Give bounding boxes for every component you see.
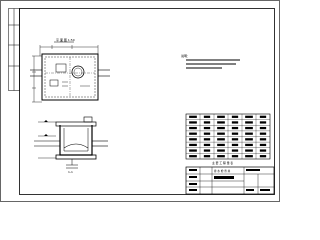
table-cell-text — [231, 143, 239, 147]
table-cell-text — [245, 115, 253, 118]
plan-view: 平 面 图 1:50 — [30, 38, 110, 103]
notes-heading: 说明： — [181, 53, 190, 58]
table-cell-text — [231, 121, 239, 124]
table-cell-text — [189, 132, 197, 135]
table-cell-text — [259, 115, 267, 118]
table-cell-text — [217, 149, 225, 152]
table-cell-text — [189, 115, 197, 118]
table-cell-text — [203, 155, 211, 158]
notes-block: 说明： — [181, 53, 240, 69]
table-cell-text — [203, 132, 211, 135]
table-cell-text — [231, 149, 239, 152]
table-cell-text — [231, 138, 239, 141]
table-cell-text — [217, 115, 225, 118]
table-cell-text — [217, 132, 225, 135]
table-cell-text — [203, 149, 211, 152]
table-cell-text — [217, 143, 225, 147]
table-cell-text — [189, 138, 197, 141]
table-cell-text — [245, 143, 253, 147]
table-cell-text — [231, 155, 239, 158]
table-cell-text — [259, 155, 267, 158]
table-cell-text — [231, 115, 239, 118]
manhole-opening — [71, 65, 85, 79]
title-block — [185, 166, 275, 195]
table-cell-text — [189, 126, 197, 130]
table-cell-text — [259, 138, 267, 141]
drawing-title: 排 水 检 查 井 — [214, 169, 231, 173]
table-cell-text — [189, 143, 197, 147]
table-cell-text — [203, 126, 211, 130]
table-cell-text — [245, 121, 253, 124]
plan-view-title: 平 面 图 1:50 — [56, 38, 75, 42]
table-cell-text — [203, 143, 211, 147]
table-cell-text — [189, 121, 197, 124]
table-cell-text — [245, 132, 253, 135]
table-cell-text — [203, 138, 211, 141]
table-cell-text — [259, 143, 267, 147]
table-cell-text — [189, 149, 197, 152]
table-cell-text — [217, 121, 225, 124]
table-cell-text — [217, 126, 225, 130]
section-view-title: 1-1 — [68, 170, 73, 174]
chamber-outline — [41, 53, 99, 101]
table-cell-text — [231, 126, 239, 130]
table-cell-text — [231, 132, 239, 135]
table-cell-text — [259, 121, 267, 124]
table-cell-text — [203, 115, 211, 118]
table-cell-text — [259, 132, 267, 135]
binding-margin-strip — [8, 8, 20, 91]
table-cell-text — [245, 155, 253, 158]
drawing-sheet: 平 面 图 1:50 — [0, 0, 280, 202]
table-cell-text — [245, 126, 253, 130]
table-cell-text — [189, 155, 197, 158]
sheet-inner-border — [19, 8, 275, 195]
quantity-table — [185, 113, 271, 160]
table-cell-text — [245, 149, 253, 152]
table-cell-text — [203, 121, 211, 124]
table-title: 主 要 工 程 量 表 — [212, 161, 233, 165]
sheet-outer-border — [0, 0, 280, 202]
table-cell-text — [245, 138, 253, 141]
section-view — [34, 116, 108, 169]
table-cell-text — [259, 149, 267, 152]
table-cell-text — [217, 138, 225, 141]
table-cell-text — [217, 155, 225, 158]
table-cell-text — [259, 126, 267, 130]
